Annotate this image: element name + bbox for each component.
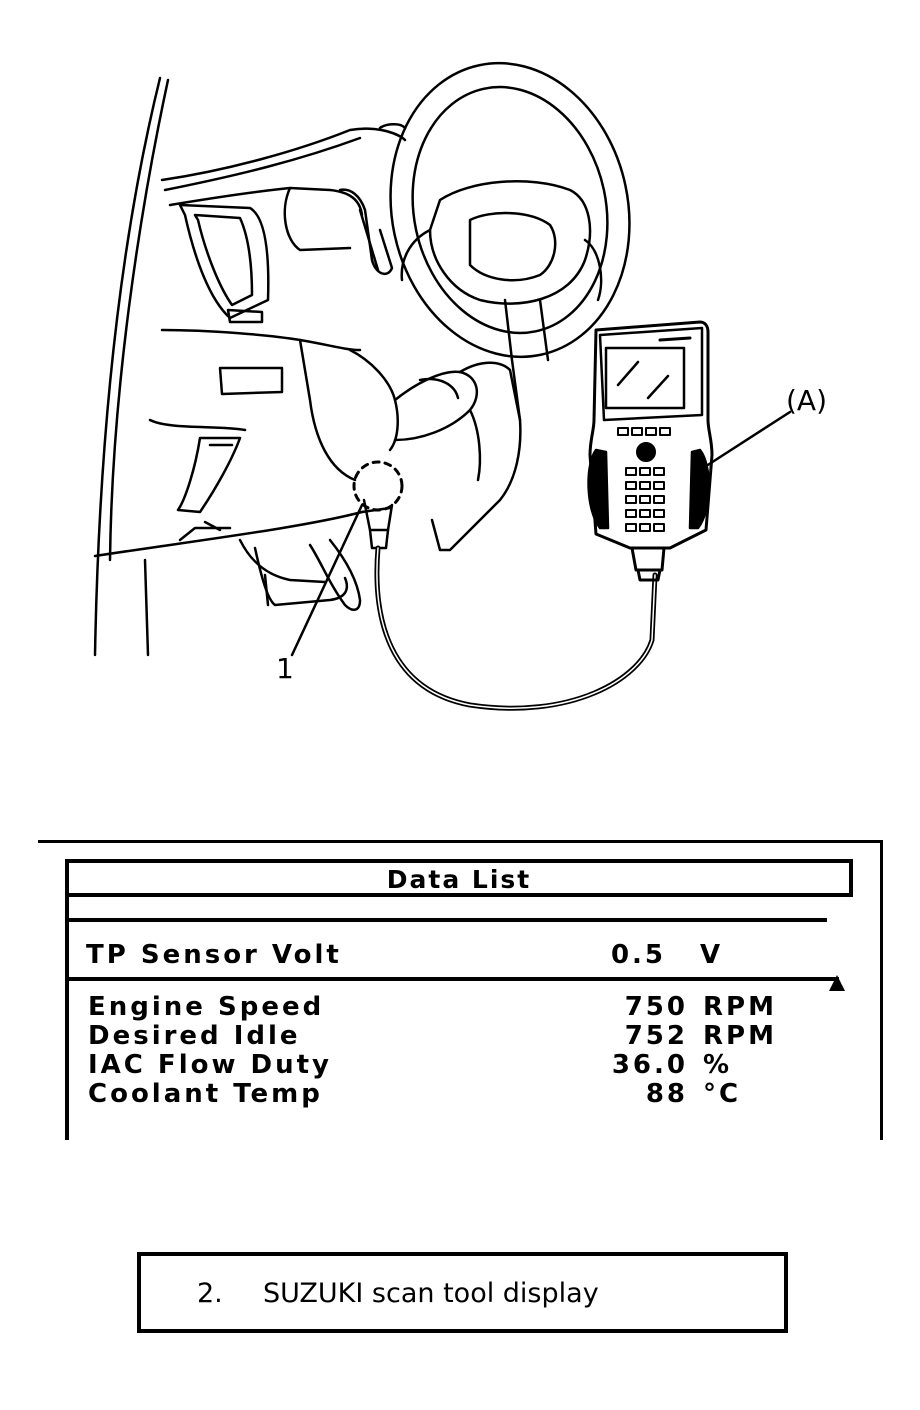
data-row-unit: % bbox=[703, 1050, 733, 1080]
a-pillar bbox=[93, 76, 170, 657]
dashboard bbox=[93, 127, 522, 611]
display-title: Data List bbox=[386, 865, 532, 894]
caption-number: 2. bbox=[197, 1278, 223, 1309]
callout-label-a: (A) bbox=[786, 384, 828, 417]
display-divider-top bbox=[65, 918, 827, 922]
data-row-unit: RPM bbox=[703, 992, 777, 1022]
display-divider-selected bbox=[65, 977, 839, 981]
data-row-unit: °C bbox=[703, 1079, 742, 1109]
data-row-label: IAC Flow Duty bbox=[88, 1050, 333, 1080]
handheld-scan-tool bbox=[587, 320, 714, 582]
data-row-label: Coolant Temp bbox=[88, 1079, 323, 1109]
steering-wheel bbox=[378, 61, 631, 422]
display-left-border bbox=[65, 895, 69, 1140]
scan-tool-keypad bbox=[617, 427, 671, 532]
leader-line-a bbox=[698, 410, 792, 472]
callout-label-1: 1 bbox=[276, 652, 294, 685]
data-row-value: 750 bbox=[624, 992, 688, 1022]
data-row-value: 36.0 bbox=[611, 1050, 688, 1080]
selected-row-value: 0.5 bbox=[610, 940, 666, 970]
caption-text: SUZUKI scan tool display bbox=[263, 1278, 599, 1309]
display-right-border bbox=[880, 840, 883, 1140]
display-top-border bbox=[38, 840, 883, 843]
data-row-value: 88 bbox=[645, 1079, 688, 1109]
dashboard-scan-tool-illustration bbox=[93, 61, 792, 711]
selected-row-unit: V bbox=[700, 940, 724, 970]
selected-row-label: TP Sensor Volt bbox=[86, 940, 342, 970]
data-row-label: Engine Speed bbox=[88, 992, 325, 1022]
scroll-up-arrow-icon[interactable] bbox=[829, 975, 845, 991]
data-row-label: Desired Idle bbox=[88, 1021, 301, 1051]
display-title-bar: Data List bbox=[65, 859, 853, 897]
data-row-value: 752 bbox=[624, 1021, 688, 1051]
scan-tool-display-frame bbox=[38, 840, 883, 1140]
data-row-unit: RPM bbox=[703, 1021, 777, 1051]
leader-line-1 bbox=[290, 503, 364, 657]
figure-caption: 2. SUZUKI scan tool display bbox=[137, 1252, 788, 1333]
